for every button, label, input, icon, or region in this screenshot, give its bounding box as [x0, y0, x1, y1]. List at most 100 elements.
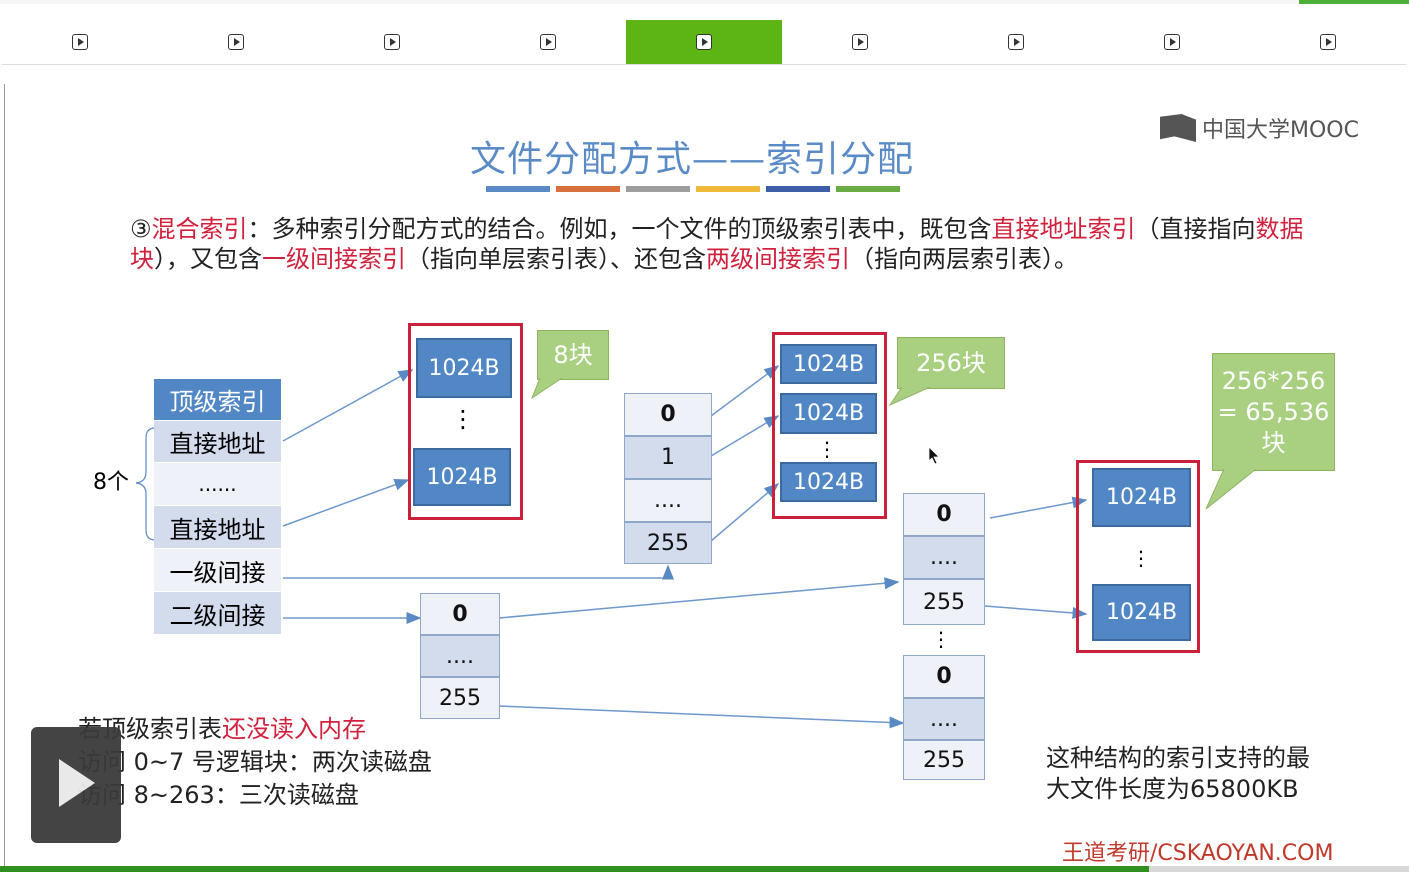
desc-text: （指向单层索引表）、还包含 — [406, 245, 706, 273]
play-icon — [228, 34, 244, 50]
callout-8-blocks: 8块 — [537, 330, 609, 380]
note-highlight: 还没读入内存 — [222, 715, 366, 743]
slide-title: 文件分配方式——索引分配 — [469, 139, 914, 180]
data-block: 1024B — [1092, 584, 1191, 641]
data-block: 1024B — [780, 393, 877, 434]
note-line: 若顶级索引表还没读入内存 — [78, 713, 432, 746]
single-indirect-blocks-frame — [772, 332, 887, 519]
vertical-dots: ⋮ — [931, 627, 951, 651]
mooc-logo-icon — [1160, 114, 1196, 142]
index-cell: 0 — [624, 393, 712, 436]
chapter-tab-7[interactable] — [938, 20, 1094, 64]
top-index-row: 直接地址 — [154, 421, 281, 462]
index-cell: 255 — [903, 740, 985, 780]
chapter-tab-4[interactable] — [470, 20, 626, 64]
note-line: 这种结构的索引支持的最 — [1046, 744, 1310, 772]
desc-text: ③ — [130, 215, 152, 243]
video-chapter-tabbar — [2, 20, 1406, 65]
mooc-logo: 中国大学MOOC — [1160, 112, 1359, 144]
index-cell: 0 — [420, 593, 500, 635]
top-index-row: ...... — [154, 463, 281, 505]
callout-256-blocks: 256块 — [897, 337, 1005, 389]
top-index-row: 二级间接 — [154, 592, 281, 634]
desc-text: （指向两层索引表）。 — [850, 245, 1078, 273]
video-progress-remaining — [1149, 866, 1409, 872]
top-index-header: 顶级索引 — [154, 379, 281, 420]
video-progress-bar[interactable] — [0, 866, 1409, 872]
index-cell: .... — [420, 635, 500, 677]
mouse-cursor-icon — [928, 446, 940, 465]
play-icon — [852, 34, 868, 50]
callout-line: 块 — [1261, 428, 1286, 457]
slide-description: ③混合索引：多种索引分配方式的结合。例如，一个文件的顶级索引表中，既包含直接地址… — [130, 214, 1330, 274]
callout-line: 256*256 — [1221, 366, 1326, 395]
index-cell: 0 — [903, 493, 985, 536]
vertical-dots: ⋮ — [817, 437, 837, 461]
note-line: 访问 8~263：三次读磁盘 — [78, 781, 359, 809]
stripe-4 — [696, 186, 760, 192]
desc-highlight: 数据块 — [130, 215, 1304, 273]
index-cell: .... — [624, 479, 712, 522]
title-stripes — [486, 186, 900, 192]
play-icon — [540, 34, 556, 50]
index-cell: 255 — [903, 579, 985, 625]
callout-pointer — [530, 378, 563, 400]
chapter-tab-5-active[interactable] — [626, 20, 782, 64]
chapter-tab-6[interactable] — [782, 20, 938, 64]
index-cell: 1 — [624, 436, 712, 479]
note-line: 访问 0~7 号逻辑块：两次读磁盘 — [78, 748, 432, 776]
callout-65536-blocks: 256*256 = 65,536 块 — [1212, 353, 1335, 471]
stripe-2 — [556, 186, 620, 192]
double-indirect-blocks-frame — [1076, 460, 1200, 653]
callout-pointer — [888, 387, 931, 407]
chapter-tab-8[interactable] — [1094, 20, 1250, 64]
stripe-1 — [486, 186, 550, 192]
index-cell: .... — [903, 698, 985, 740]
play-icon — [384, 34, 400, 50]
data-block: 1024B — [780, 344, 877, 384]
desc-highlight: 混合索引 — [151, 215, 248, 243]
desc-highlight: 两级间接索引 — [706, 245, 850, 273]
top-progress-fill — [1299, 0, 1409, 4]
video-play-button[interactable] — [31, 727, 121, 843]
callout-line: = 65,536 — [1217, 397, 1330, 426]
stripe-6 — [836, 186, 900, 192]
play-icon — [1164, 34, 1180, 50]
vertical-dots: ⋮ — [451, 405, 475, 433]
note-right: 这种结构的索引支持的最 大文件长度为65800KB — [1046, 743, 1310, 805]
chapter-tab-9[interactable] — [1250, 20, 1406, 64]
play-icon — [1320, 34, 1336, 50]
chapter-tab-1[interactable] — [2, 20, 158, 64]
top-progress-strip — [0, 0, 1409, 4]
stripe-3 — [626, 186, 690, 192]
stripe-5 — [766, 186, 830, 192]
data-block: 1024B — [416, 338, 512, 398]
index-cell: 0 — [903, 655, 985, 698]
play-icon — [1008, 34, 1024, 50]
desc-text: ：多种索引分配方式的结合。例如，一个文件的顶级索引表中，既包含 — [247, 215, 992, 243]
desc-text: ），又包含 — [154, 245, 262, 273]
note-left: 若顶级索引表还没读入内存 访问 0~7 号逻辑块：两次读磁盘 访问 8~263：… — [78, 713, 432, 812]
vertical-dots: ⋮ — [1131, 546, 1151, 570]
index-cell: 255 — [624, 522, 712, 564]
chapter-tab-3[interactable] — [314, 20, 470, 64]
top-index-row: 一级间接 — [154, 549, 281, 591]
top-index-row: 直接地址 — [154, 506, 281, 548]
play-icon — [696, 34, 712, 50]
desc-highlight: 一级间接索引 — [262, 245, 406, 273]
desc-highlight: 直接地址索引 — [991, 215, 1136, 243]
data-block: 1024B — [413, 448, 511, 506]
callout-pointer — [1205, 469, 1257, 510]
desc-text: （直接指向 — [1135, 215, 1256, 243]
data-block: 1024B — [1092, 468, 1191, 527]
count-label: 8个 — [93, 470, 129, 495]
play-icon — [72, 34, 88, 50]
data-block: 1024B — [780, 462, 877, 502]
index-cell: 255 — [420, 677, 500, 719]
index-cell: .... — [903, 536, 985, 579]
note-line: 大文件长度为65800KB — [1046, 775, 1299, 803]
direct-blocks-frame — [408, 323, 523, 520]
mooc-logo-text: 中国大学MOOC — [1202, 118, 1359, 143]
brand-watermark: 王道考研/CSKAOYAN.COM — [1062, 841, 1334, 866]
chapter-tab-2[interactable] — [158, 20, 314, 64]
